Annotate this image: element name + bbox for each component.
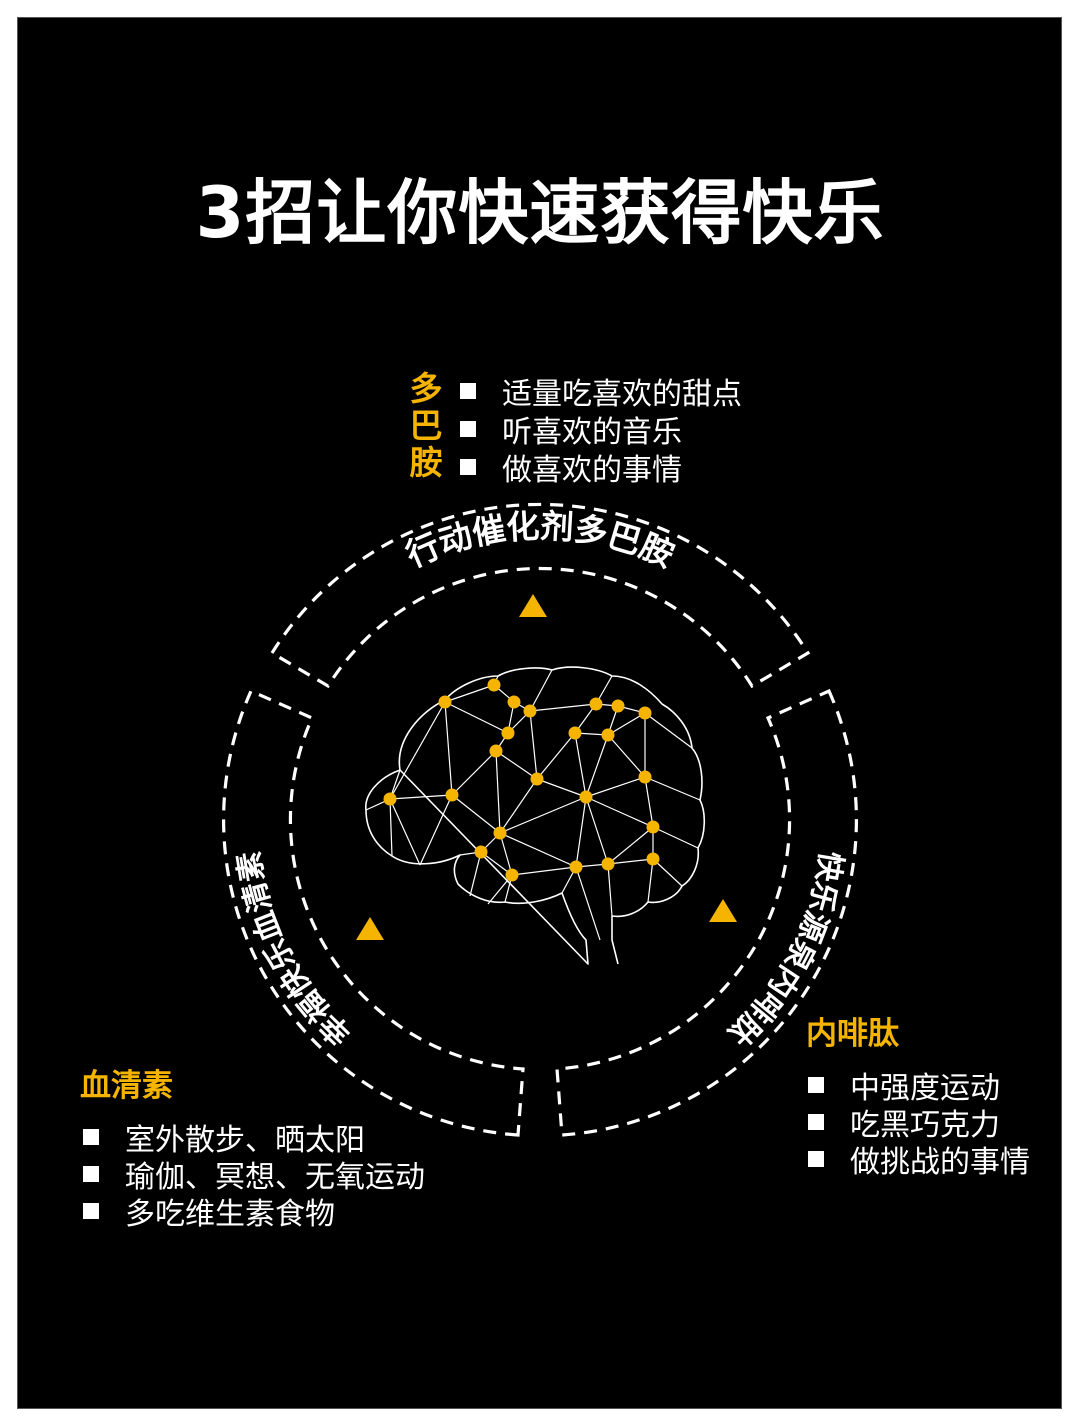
dopamine-list: 适量吃喜欢的甜点 听喜欢的音乐 做喜欢的事情 — [460, 372, 742, 488]
list-item-text: 多吃维生素食物 — [125, 1196, 335, 1232]
square-bullet-icon — [460, 383, 476, 399]
list-item: 听喜欢的音乐 — [460, 410, 742, 450]
page-title: 3招让你快速获得快乐 — [195, 172, 885, 254]
square-bullet-icon — [460, 459, 476, 475]
list-item-text: 室外散步、晒太阳 — [125, 1122, 365, 1158]
brain-network-icon — [365, 666, 706, 965]
list-item: 吃黑巧克力 — [808, 1103, 1030, 1143]
dopamine-char: 多 — [409, 369, 443, 408]
serotonin-heading: 血清素 — [80, 1068, 173, 1104]
serotonin-list: 室外散步、晒太阳 瑜伽、冥想、无氧运动 多吃维生素食物 — [83, 1118, 425, 1232]
list-item-text: 吃黑巧克力 — [850, 1107, 1000, 1143]
triangle-icon — [709, 899, 737, 922]
right-ring-segment — [555, 688, 859, 1137]
list-item-text: 中强度运动 — [850, 1070, 1000, 1106]
list-item: 多吃维生素食物 — [83, 1192, 425, 1232]
list-item: 瑜伽、冥想、无氧运动 — [83, 1155, 425, 1195]
triangle-icon — [356, 917, 384, 940]
endorphin-list: 中强度运动 吃黑巧克力 做挑战的事情 — [808, 1066, 1030, 1180]
triangle-icon — [519, 594, 547, 617]
top-ring-segment — [269, 502, 811, 689]
square-bullet-icon — [808, 1150, 824, 1167]
list-item: 做喜欢的事情 — [460, 448, 742, 488]
list-item: 适量吃喜欢的甜点 — [460, 372, 742, 412]
left-ring-segment — [221, 688, 525, 1137]
square-bullet-icon — [83, 1202, 99, 1219]
list-item: 中强度运动 — [808, 1066, 1030, 1106]
square-bullet-icon — [83, 1128, 99, 1145]
brain-nodes — [383, 678, 660, 882]
dopamine-char: 巴 — [409, 406, 443, 445]
poster-background — [17, 17, 1062, 1409]
list-item-text: 适量吃喜欢的甜点 — [502, 377, 742, 412]
endorphin-heading: 内啡肽 — [806, 1016, 899, 1052]
square-bullet-icon — [460, 421, 476, 437]
dopamine-vertical-label: 多 巴 胺 — [404, 370, 448, 481]
square-bullet-icon — [83, 1165, 99, 1182]
list-item: 做挑战的事情 — [808, 1140, 1030, 1180]
square-bullet-icon — [808, 1113, 824, 1130]
list-item-text: 听喜欢的音乐 — [502, 415, 682, 450]
top-ring-label: 行动催化剂多巴胺 — [399, 506, 680, 575]
list-item: 室外散步、晒太阳 — [83, 1118, 425, 1158]
list-item-text: 做喜欢的事情 — [502, 453, 682, 488]
list-item-text: 做挑战的事情 — [850, 1144, 1030, 1180]
list-item-text: 瑜伽、冥想、无氧运动 — [125, 1159, 425, 1195]
square-bullet-icon — [808, 1076, 824, 1093]
dopamine-char: 胺 — [409, 443, 443, 482]
